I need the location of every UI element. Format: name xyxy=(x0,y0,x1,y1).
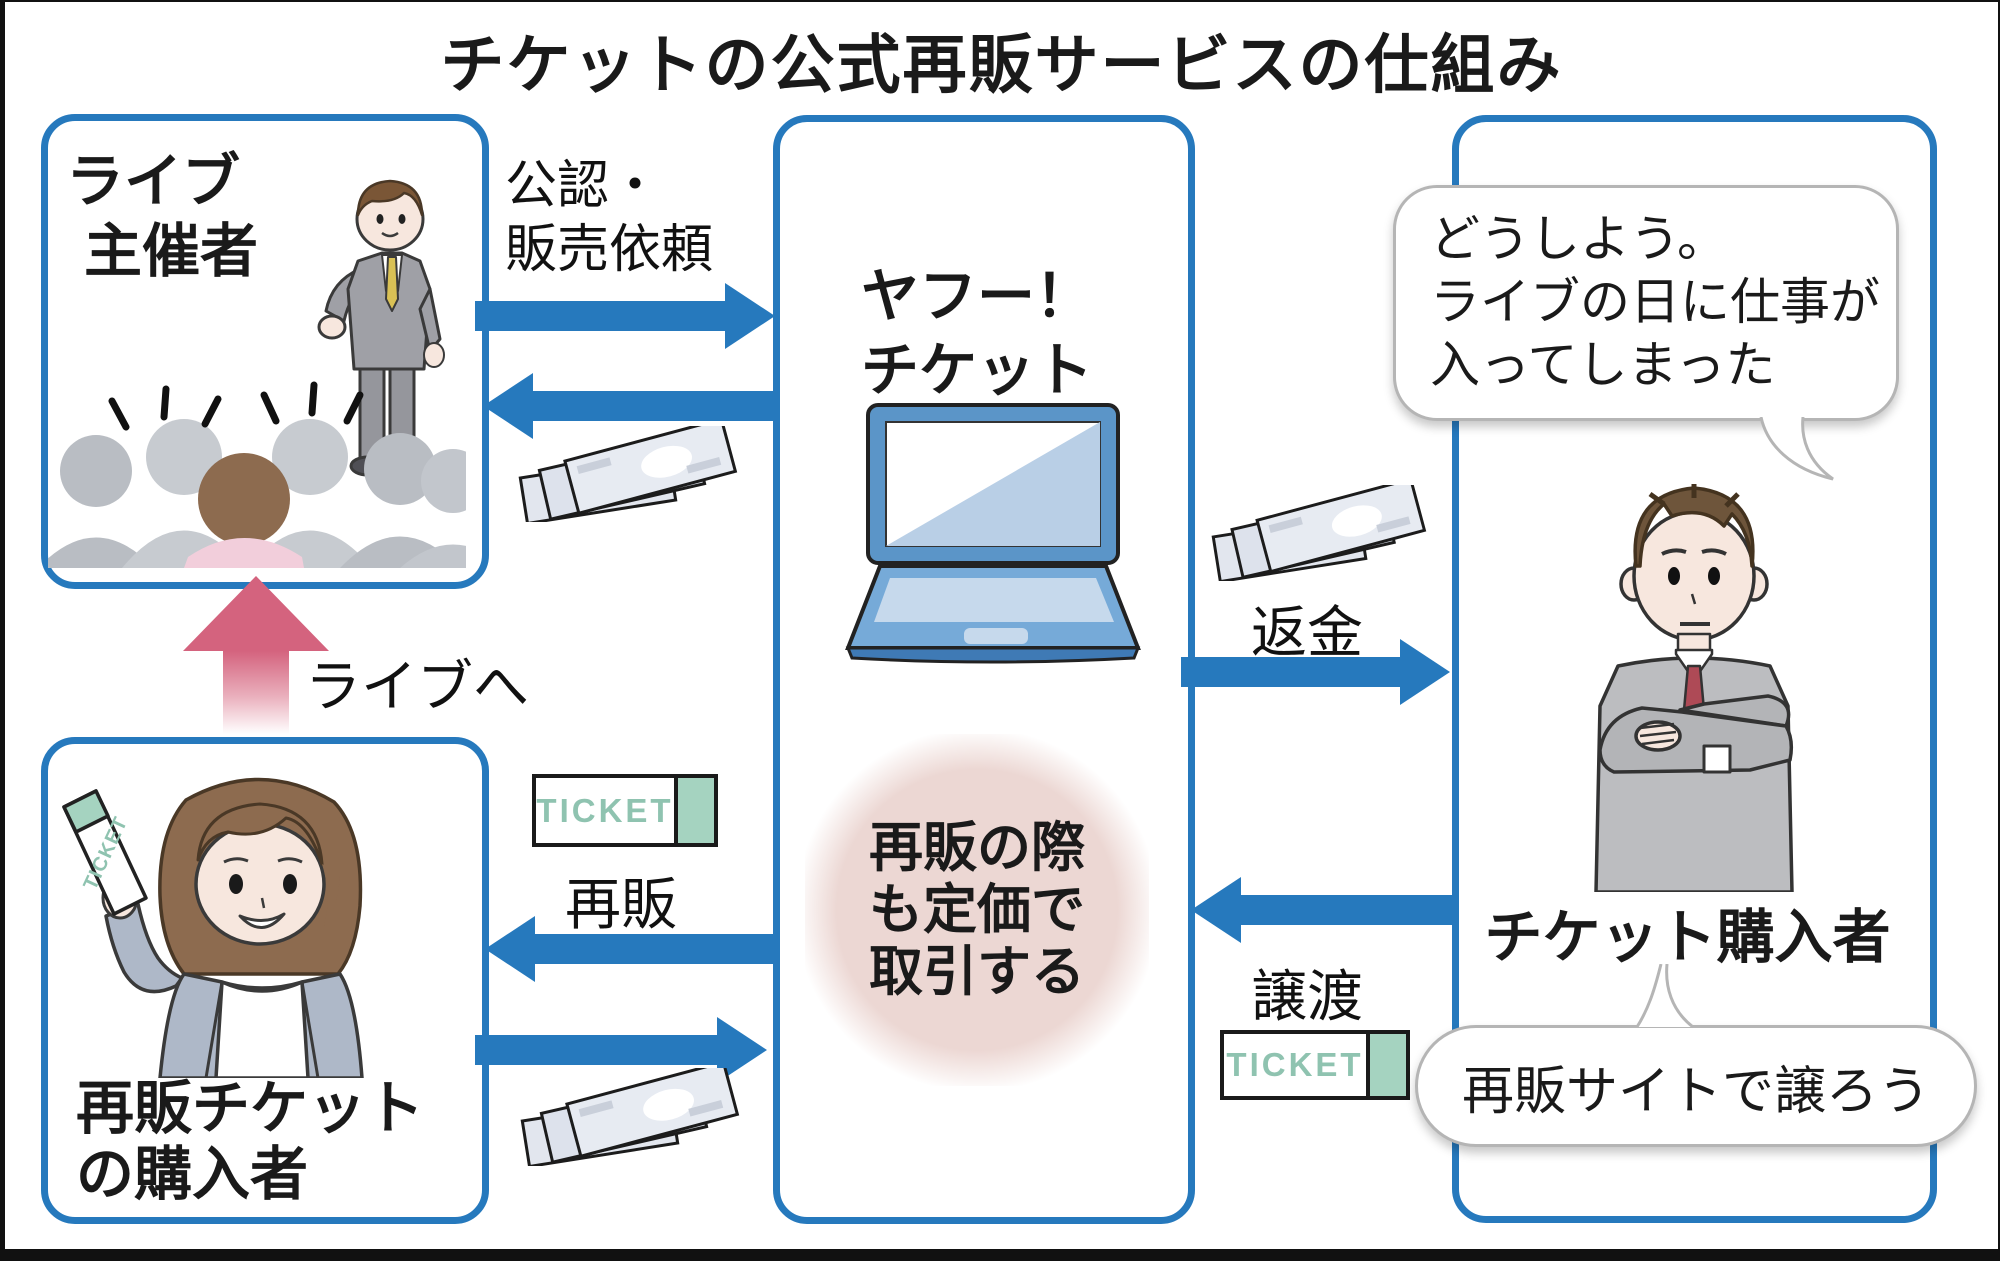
arrow-head-up xyxy=(183,576,329,651)
refund-flow-label: 返金 xyxy=(1251,601,1363,664)
arrow-head-right xyxy=(1400,639,1450,705)
money-icon xyxy=(518,426,737,522)
worry-bubble-tail xyxy=(1759,417,1834,481)
arrow-head-left xyxy=(483,373,533,439)
worry-speech-bubble: どうしよう。 ライブの日に仕事が 入ってしまった xyxy=(1393,185,1899,421)
to-live-label: ライブへ xyxy=(305,655,529,718)
resale-buyer-label-line1: 再販チケット xyxy=(76,1076,425,1141)
ticket-icon: TICKET xyxy=(532,774,718,847)
arrow-shaft xyxy=(1181,657,1402,687)
arrow-shaft xyxy=(533,934,777,964)
buyer-label: チケット購入者 xyxy=(1484,905,1891,970)
resale-buyer-box: TICKET 再販チケット の購入者 xyxy=(41,737,489,1224)
money-icon xyxy=(1211,485,1426,581)
resale-buyer-illustration: TICKET xyxy=(62,777,364,1078)
price-note-circle: 再販の際 も定価で 取引する xyxy=(805,734,1149,1086)
transfer-flow-label: 譲渡 xyxy=(1251,965,1363,1028)
organizer-label: ライブ 主催者 xyxy=(66,147,258,287)
service-name: ヤフー！ チケット xyxy=(780,260,1174,408)
resolve-bubble-tail xyxy=(1635,964,1694,1029)
arrow-shaft xyxy=(475,301,727,331)
arrow-shaft xyxy=(475,1035,719,1065)
audience-illustration xyxy=(48,381,466,568)
resale-buyer-label: 再販チケット の購入者 xyxy=(76,1076,424,1208)
diagram-title: チケットの公式再販サービスの仕組み xyxy=(440,29,1563,101)
arrow-head-left xyxy=(1191,877,1241,943)
price-note-line2: も定価で xyxy=(869,880,1085,940)
worry-bubble-line3: 入ってしまった xyxy=(1430,337,1776,393)
laptop-icon xyxy=(845,403,1141,664)
ticket-icon-label: TICKET xyxy=(1226,1046,1364,1083)
service-box: ヤフー！ チケット 再販の際 も定価で 取引する xyxy=(773,115,1195,1224)
resolve-bubble-text: 再販サイトで譲ろう xyxy=(1461,1062,1930,1121)
price-note-line1: 再販の際 xyxy=(869,818,1085,878)
worry-bubble-line2: ライブの日に仕事が xyxy=(1430,274,1880,330)
resale-buyer-label-line2: の購入者 xyxy=(76,1142,309,1207)
arrow-shaft xyxy=(1239,895,1452,925)
arrow-shaft xyxy=(531,391,777,421)
ticket-icon-label: TICKET xyxy=(536,791,674,829)
organizer-label-line2: 主催者 xyxy=(84,219,259,284)
organizer-box: ライブ 主催者 xyxy=(41,114,489,589)
authorize-flow-label: 公認・ 販売依頼 xyxy=(505,154,713,282)
price-note-line3: 取引する xyxy=(869,942,1085,1002)
authorize-label-line2: 販売依頼 xyxy=(505,221,714,279)
buyer-illustration xyxy=(1594,484,1794,892)
to-live-arrow xyxy=(183,576,329,734)
money-icon xyxy=(520,1068,739,1166)
ticket-stub xyxy=(1366,1034,1406,1096)
worry-bubble-line1: どうしよう。 xyxy=(1430,211,1727,267)
organizer-label-line1: ライブ xyxy=(66,149,241,214)
service-name-line2: チケット xyxy=(860,338,1093,403)
arrow-head-right xyxy=(725,283,775,349)
arrow-shaft xyxy=(223,651,289,734)
resale-flow-label: 再販 xyxy=(565,873,677,936)
resolve-speech-bubble: 再販サイトで譲ろう xyxy=(1415,1025,1977,1147)
service-name-line1: ヤフー！ xyxy=(860,264,1093,329)
ticket-icon: TICKET xyxy=(1220,1030,1410,1100)
ticket-stub xyxy=(674,778,714,843)
arrow-head-left xyxy=(485,916,535,982)
authorize-label-line1: 公認・ xyxy=(505,157,662,215)
